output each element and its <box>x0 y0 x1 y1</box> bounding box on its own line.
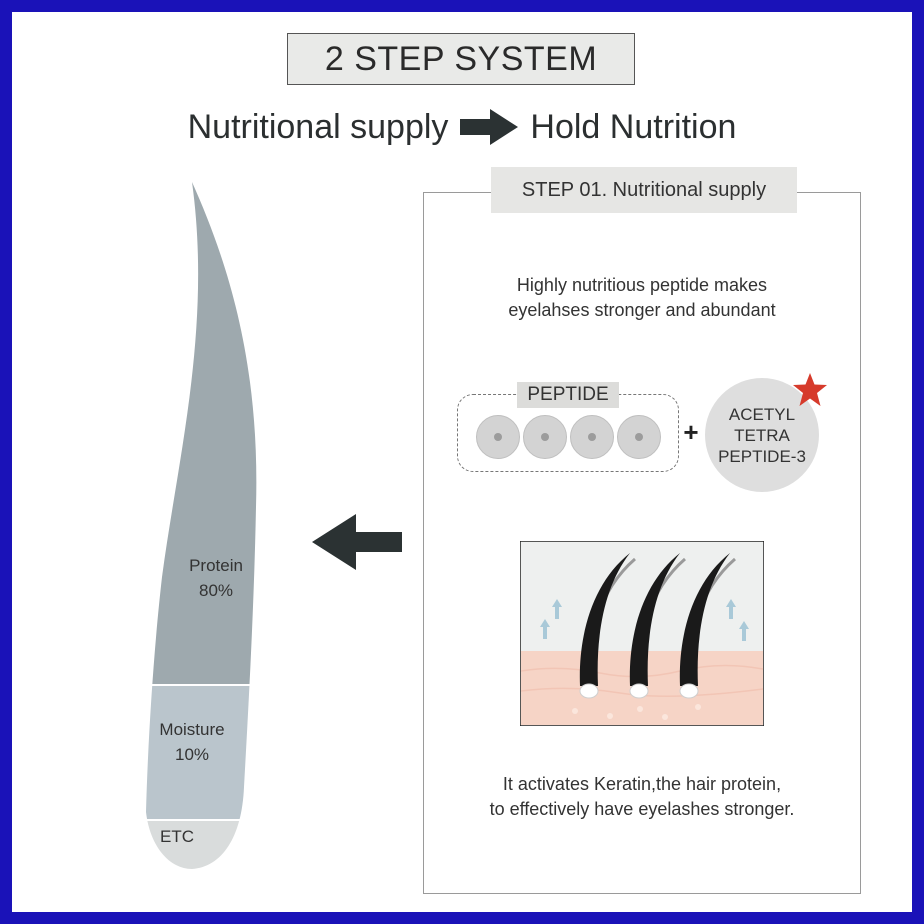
keratin-description-line-2: to effectively have eyelashes stronger. <box>489 799 795 819</box>
page-title: 2 STEP SYSTEM <box>287 33 635 85</box>
peptide-description: Highly nutritious peptide makes eyelahse… <box>423 273 861 323</box>
keratin-description: It activates Keratin,the hair protein, t… <box>423 772 861 822</box>
eyelash-composition-graphic <box>132 182 262 869</box>
moisture-label-block: Moisture 10% <box>137 717 247 767</box>
acetyl-line-3: PEPTIDE-3 <box>718 446 806 466</box>
infographic-canvas: 2 STEP SYSTEM Nutritional supply Hold Nu… <box>12 12 912 912</box>
peptide-label-text: PEPTIDE <box>527 384 609 405</box>
step-label: STEP 01. Nutritional supply <box>491 167 797 213</box>
protein-segment <box>146 182 257 684</box>
subtitle-row: Nutritional supply Hold Nutrition <box>12 104 912 150</box>
peptide-molecule-icon <box>617 415 661 459</box>
acetyl-line-1: ACETYL <box>728 404 796 424</box>
moisture-value: 10% <box>174 745 210 764</box>
acetyl-tetrapeptide-badge: ACETYL TETRA PEPTIDE-3 <box>705 378 819 492</box>
acetyl-line-2: TETRA <box>734 425 790 445</box>
subtitle-left: Nutritional supply <box>187 107 449 146</box>
peptide-molecule-icon <box>476 415 520 459</box>
right-arrow-icon <box>460 109 519 145</box>
keratin-description-line-1: It activates Keratin,the hair protein, <box>502 774 782 794</box>
peptide-molecule-icon <box>570 415 614 459</box>
left-arrow-icon <box>312 514 402 570</box>
peptide-description-line-1: Highly nutritious peptide makes <box>516 275 768 295</box>
peptide-description-line-2: eyelahses stronger and abundant <box>508 300 776 320</box>
page-title-text: 2 STEP SYSTEM <box>324 39 598 78</box>
up-arrow-icon <box>540 599 749 641</box>
etc-label: ETC <box>160 827 194 846</box>
etc-label-block: ETC <box>122 824 232 849</box>
moisture-label: Moisture <box>159 720 225 739</box>
peptide-label: PEPTIDE <box>517 382 619 408</box>
star-icon <box>793 373 827 406</box>
subtitle-right: Hold Nutrition <box>530 107 737 146</box>
step-label-text: STEP 01. Nutritional supply <box>521 178 767 201</box>
protein-label-block: Protein 80% <box>161 553 271 603</box>
moisture-segment <box>146 686 257 819</box>
protein-value: 80% <box>198 581 234 600</box>
hair-follicle-illustration <box>520 541 764 726</box>
protein-label: Protein <box>189 556 243 575</box>
plus-sign: + <box>683 417 699 447</box>
peptide-molecule-icon <box>523 415 567 459</box>
